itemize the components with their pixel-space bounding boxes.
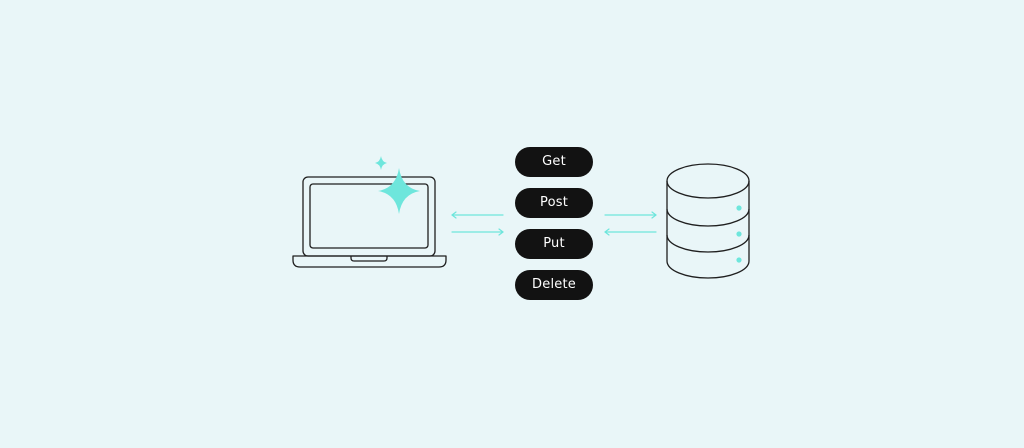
laptop-notch (350, 256, 388, 262)
arrow-right-icon (451, 228, 504, 236)
laptop-lid (302, 176, 436, 257)
post-method-pill[interactable]: Post (515, 188, 593, 218)
server-arrows (604, 211, 657, 236)
database-led-1 (736, 205, 742, 211)
database-top (666, 163, 750, 199)
arrow-left-icon (451, 211, 504, 219)
sparkle-large (378, 168, 420, 214)
arrow-left-icon (604, 228, 657, 236)
get-method-pill[interactable]: Get (515, 147, 593, 177)
delete-method-pill[interactable]: Delete (515, 270, 593, 300)
client-arrows (451, 211, 504, 236)
sparkle-small (375, 156, 387, 170)
put-method-pill[interactable]: Put (515, 229, 593, 259)
database-body (666, 181, 750, 279)
database-led-3 (736, 257, 742, 263)
database-led-2 (736, 231, 742, 237)
laptop-base (292, 255, 447, 268)
database-icon (666, 163, 750, 279)
database-ring-2 (666, 234, 750, 253)
sparkle-icon (375, 156, 420, 214)
laptop-icon (292, 176, 447, 268)
laptop-screen (309, 183, 429, 249)
database-ring-1 (666, 208, 750, 227)
arrow-right-icon (604, 211, 657, 219)
